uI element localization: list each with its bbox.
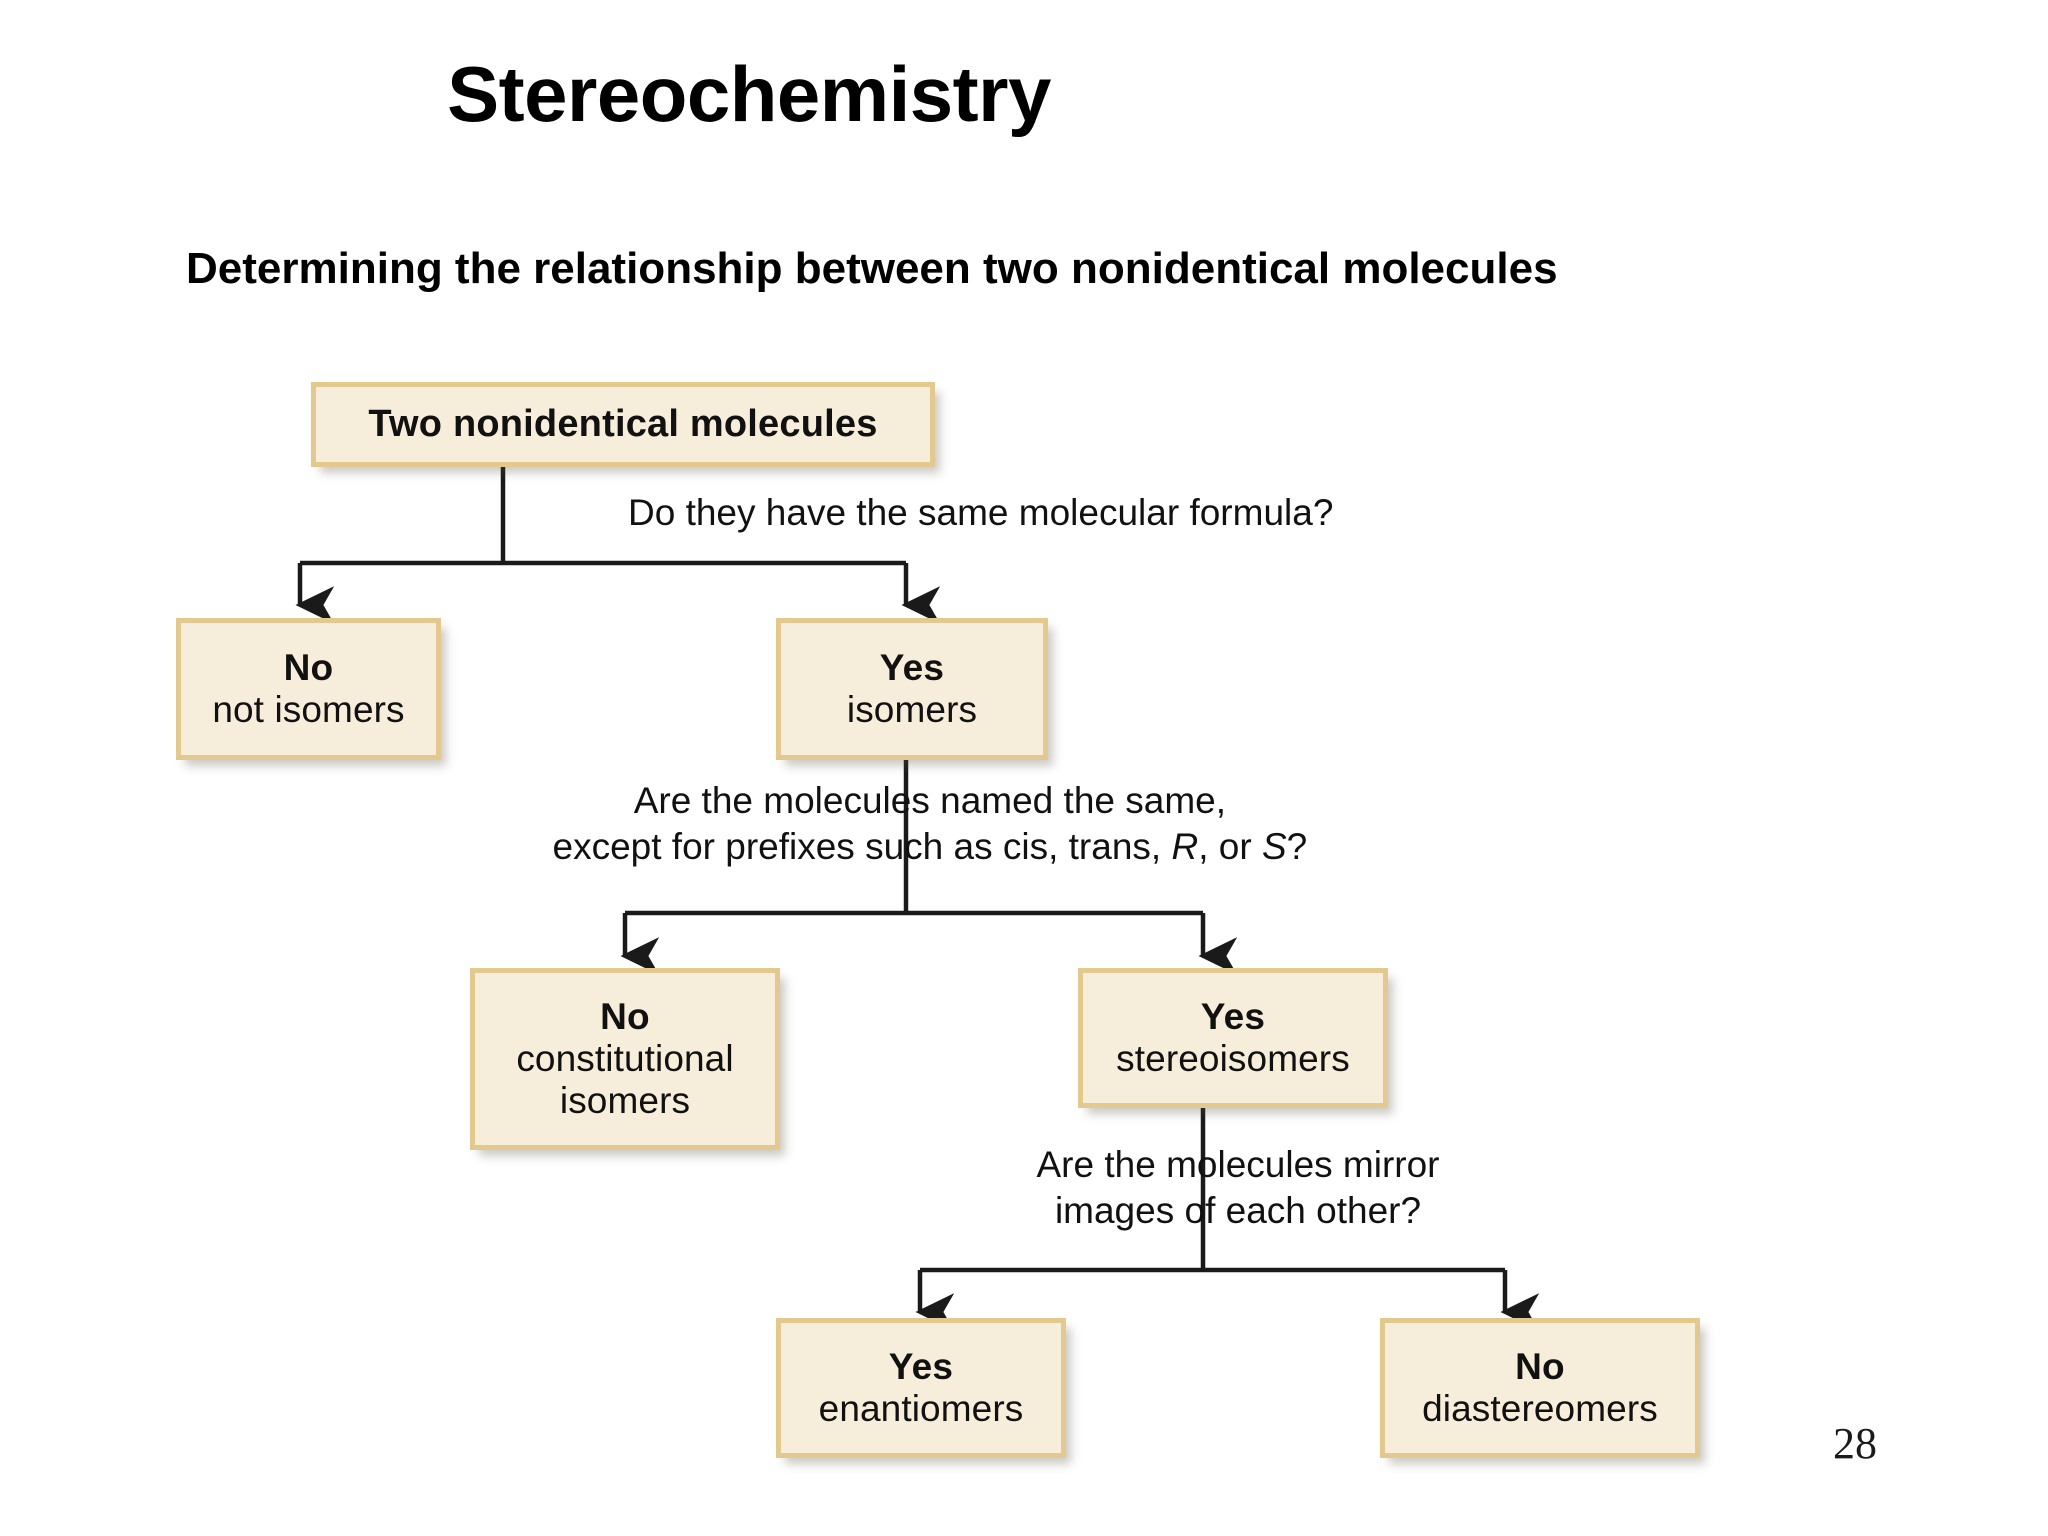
node-no-constitutional-isomers[interactable]: No constitutional isomers	[470, 968, 780, 1150]
question-line-2: except for prefixes such as cis, trans, …	[553, 824, 1308, 870]
node-answer: Yes	[888, 1345, 954, 1387]
node-detail: not isomers	[212, 689, 405, 730]
question-descriptor-r: R	[1171, 826, 1199, 868]
question-mirror-images: Are the molecules mirror images of each …	[1037, 1142, 1440, 1235]
node-two-nonidentical-molecules[interactable]: Two nonidentical molecules	[311, 382, 935, 467]
question-same-molecular-formula: Do they have the same molecular formula?	[628, 490, 1333, 536]
node-answer: No	[283, 646, 334, 688]
page-number: 28	[1833, 1419, 1877, 1468]
connector-level-1	[295, 467, 941, 624]
node-yes-enantiomers[interactable]: Yes enantiomers	[776, 1318, 1066, 1458]
node-no-diastereomers[interactable]: No diastereomers	[1380, 1318, 1700, 1458]
node-detail: constitutional	[516, 1037, 734, 1079]
node-answer: No	[600, 995, 650, 1037]
question-line-2-prefix: except for prefixes such as cis, trans,	[552, 826, 1172, 868]
question-line-2-suffix: ?	[1286, 826, 1308, 868]
slide-subtitle: Determining the relationship between two…	[186, 244, 1558, 293]
node-no-not-isomers[interactable]: No not isomers	[176, 618, 441, 760]
question-line-2: images of each other?	[1054, 1190, 1422, 1232]
node-answer: Yes	[1200, 995, 1266, 1037]
node-detail: stereoisomers	[1116, 1038, 1350, 1079]
node-answer: Yes	[879, 646, 945, 688]
node-detail: enantiomers	[818, 1388, 1024, 1429]
node-detail: isomers	[846, 689, 978, 730]
node-detail: diastereomers	[1422, 1388, 1658, 1429]
connector-level-2	[620, 760, 1238, 975]
question-line-1: Are the molecules named the same,	[633, 780, 1227, 821]
node-yes-isomers[interactable]: Yes isomers	[776, 618, 1048, 760]
node-title: Two nonidentical molecules	[368, 402, 878, 445]
slide-title: Stereochemistry	[447, 50, 1051, 138]
flowchart: Two nonidentical molecules Do they have …	[0, 330, 2048, 1520]
question-line-1: Are the molecules mirror	[1036, 1144, 1440, 1185]
question-line-2-joiner: , or	[1198, 826, 1262, 868]
question-line-1: Do they have the same molecular formula?	[628, 492, 1334, 533]
connector-level-3	[915, 1108, 1540, 1331]
question-named-the-same: Are the molecules named the same, except…	[553, 778, 1308, 871]
node-answer: No	[1515, 1345, 1565, 1387]
node-detail-2: isomers	[559, 1080, 691, 1122]
flowchart-connectors	[295, 467, 1540, 1331]
node-yes-stereoisomers[interactable]: Yes stereoisomers	[1078, 968, 1388, 1108]
question-descriptor-s: S	[1261, 826, 1287, 868]
